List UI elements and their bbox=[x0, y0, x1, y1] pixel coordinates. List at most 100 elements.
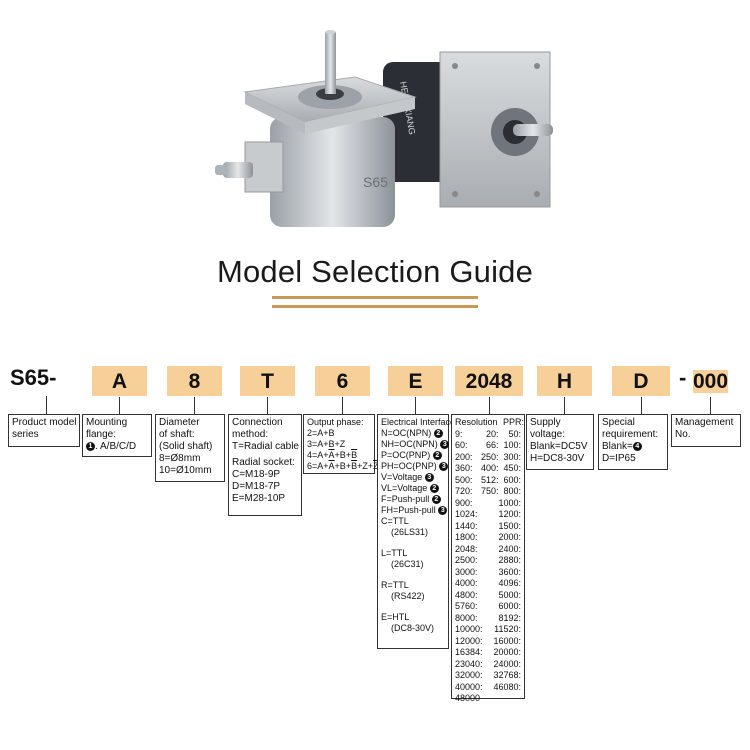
resolution-value: 66: bbox=[486, 440, 499, 450]
resolution-value: 900: bbox=[455, 497, 473, 508]
resolution-row: 40000: 46080: bbox=[455, 682, 521, 694]
box-output-phase: Output phase: 2=A+B 3=A+B+Z 4=A+A+B+B 6=… bbox=[303, 414, 379, 474]
code-interface: E bbox=[388, 366, 443, 396]
model-prefix: S65- bbox=[10, 365, 57, 390]
resolution-row: 12000: 16000: bbox=[455, 636, 521, 648]
resolution-row: 2048: 2400: bbox=[455, 544, 521, 556]
resolution-value: 500: bbox=[455, 474, 473, 485]
resolution-row: 1024:1200: bbox=[455, 509, 521, 521]
resolution-value: 10000: bbox=[455, 624, 483, 634]
resolution-value: 2400: bbox=[498, 543, 521, 554]
encoder-product-photo: HENGXIANG S65 bbox=[215, 30, 553, 227]
resolution-value: 5000: bbox=[498, 589, 521, 600]
resolution-value: 1024: bbox=[455, 509, 478, 519]
resolution-value bbox=[483, 624, 495, 636]
box-product-series: Product model series bbox=[8, 414, 80, 447]
resolution-value: 20000: bbox=[493, 647, 521, 657]
resolution-value bbox=[483, 636, 494, 648]
resolution-row: 720:750:800: bbox=[455, 486, 521, 498]
resolution-row: 4000:4096: bbox=[455, 578, 521, 590]
page-title: Model Selection Guide bbox=[216, 254, 534, 289]
resolution-value: 1800: bbox=[455, 532, 478, 542]
resolution-value: 32768: bbox=[493, 670, 521, 680]
resolution-value: 8192: bbox=[498, 612, 521, 623]
resolution-row: 3000:3600: bbox=[455, 567, 521, 579]
connector-interface bbox=[415, 397, 416, 415]
connector-resolution bbox=[489, 397, 490, 415]
code-output-phase: 6 bbox=[315, 366, 370, 396]
resolution-value: 300: bbox=[503, 451, 521, 462]
resolution-value: 2000: bbox=[498, 532, 521, 542]
resolution-row: 4800: 5000: bbox=[455, 590, 521, 602]
resolution-value: 40000: bbox=[455, 681, 483, 692]
resolution-value bbox=[478, 601, 499, 613]
resolution-value: 12000: bbox=[455, 635, 483, 646]
model-dash: - bbox=[679, 365, 687, 390]
resolution-value: 1000: bbox=[498, 497, 521, 508]
resolution-value bbox=[478, 509, 499, 521]
box-supply-voltage: Supply voltage: Blank=DC5V H=DC8-30V bbox=[526, 414, 594, 470]
resolution-value: 360: bbox=[455, 463, 473, 473]
resolution-row: 2500: 2880: bbox=[455, 555, 521, 567]
resolution-value: 11520: bbox=[494, 624, 521, 634]
resolution-value: 8000: bbox=[455, 612, 478, 623]
resolution-value: 3000: bbox=[455, 566, 478, 577]
box-connection-method: Connection method: T=Radial cable Radial… bbox=[228, 414, 302, 516]
resolution-value: 100: bbox=[503, 440, 521, 450]
connector-supply bbox=[564, 397, 565, 415]
resolution-value bbox=[478, 521, 499, 533]
resolution-value bbox=[483, 659, 494, 671]
resolution-value bbox=[478, 613, 499, 625]
resolution-row: 9: 20: 50: bbox=[455, 429, 521, 441]
resolution-value bbox=[478, 590, 499, 602]
resolution-value bbox=[483, 670, 494, 682]
resolution-row: 500:512:600: bbox=[455, 475, 521, 487]
connector-mounting bbox=[119, 397, 120, 415]
connector-special bbox=[641, 397, 642, 415]
resolution-value: 2048: bbox=[455, 543, 478, 554]
resolution-value: 32000: bbox=[455, 670, 483, 680]
resolution-value: 1500: bbox=[498, 520, 521, 531]
code-special: D bbox=[612, 366, 670, 396]
resolution-row: 16384: 20000: bbox=[455, 647, 521, 659]
resolution-value: 2880: bbox=[498, 555, 521, 565]
resolution-value bbox=[483, 647, 494, 659]
resolution-value: 50: bbox=[508, 428, 521, 439]
resolution-row: 10000: 11520: bbox=[455, 624, 521, 636]
resolution-row: 5760:6000: bbox=[455, 601, 521, 613]
note-circle-icon: 1 bbox=[86, 441, 95, 451]
resolution-value: 5760: bbox=[455, 601, 478, 611]
connector-shaft bbox=[194, 397, 195, 415]
resolution-value: 16384: bbox=[455, 647, 483, 657]
resolution-value: 4800: bbox=[455, 589, 478, 600]
resolution-value: 16000: bbox=[493, 635, 521, 646]
resolution-row: 1800: 2000: bbox=[455, 532, 521, 544]
resolution-row: 200:250:300: bbox=[455, 452, 521, 464]
resolution-value: 512: bbox=[480, 474, 499, 485]
title-underline-top bbox=[272, 296, 478, 299]
resolution-value: 23040: bbox=[455, 658, 483, 669]
resolution-value: 20: bbox=[486, 428, 499, 439]
resolution-value: 450: bbox=[503, 463, 521, 473]
resolution-value bbox=[475, 498, 498, 510]
resolution-row: 8000: 8192: bbox=[455, 613, 521, 625]
resolution-value: 2500: bbox=[455, 555, 478, 565]
resolution-value bbox=[478, 544, 499, 556]
resolution-value bbox=[478, 567, 499, 579]
resolution-value: 24000: bbox=[493, 658, 521, 669]
resolution-value: 46080: bbox=[493, 681, 521, 692]
box-mounting-flange: Mounting flange: 1. A/B/C/D bbox=[82, 414, 152, 457]
resolution-value bbox=[478, 555, 499, 567]
resolution-row: 1440: 1500: bbox=[455, 521, 521, 533]
resolution-value: 48000 bbox=[455, 693, 481, 703]
resolution-value bbox=[478, 578, 499, 590]
resolution-value bbox=[480, 693, 501, 705]
resolution-value bbox=[483, 682, 494, 694]
code-connection: T bbox=[240, 366, 295, 396]
resolution-row: 48000 bbox=[455, 693, 521, 705]
resolution-value: 1440: bbox=[455, 520, 478, 531]
code-resolution: 2048 bbox=[455, 366, 523, 396]
connector-management bbox=[710, 397, 711, 415]
resolution-value: 9: bbox=[455, 428, 463, 439]
